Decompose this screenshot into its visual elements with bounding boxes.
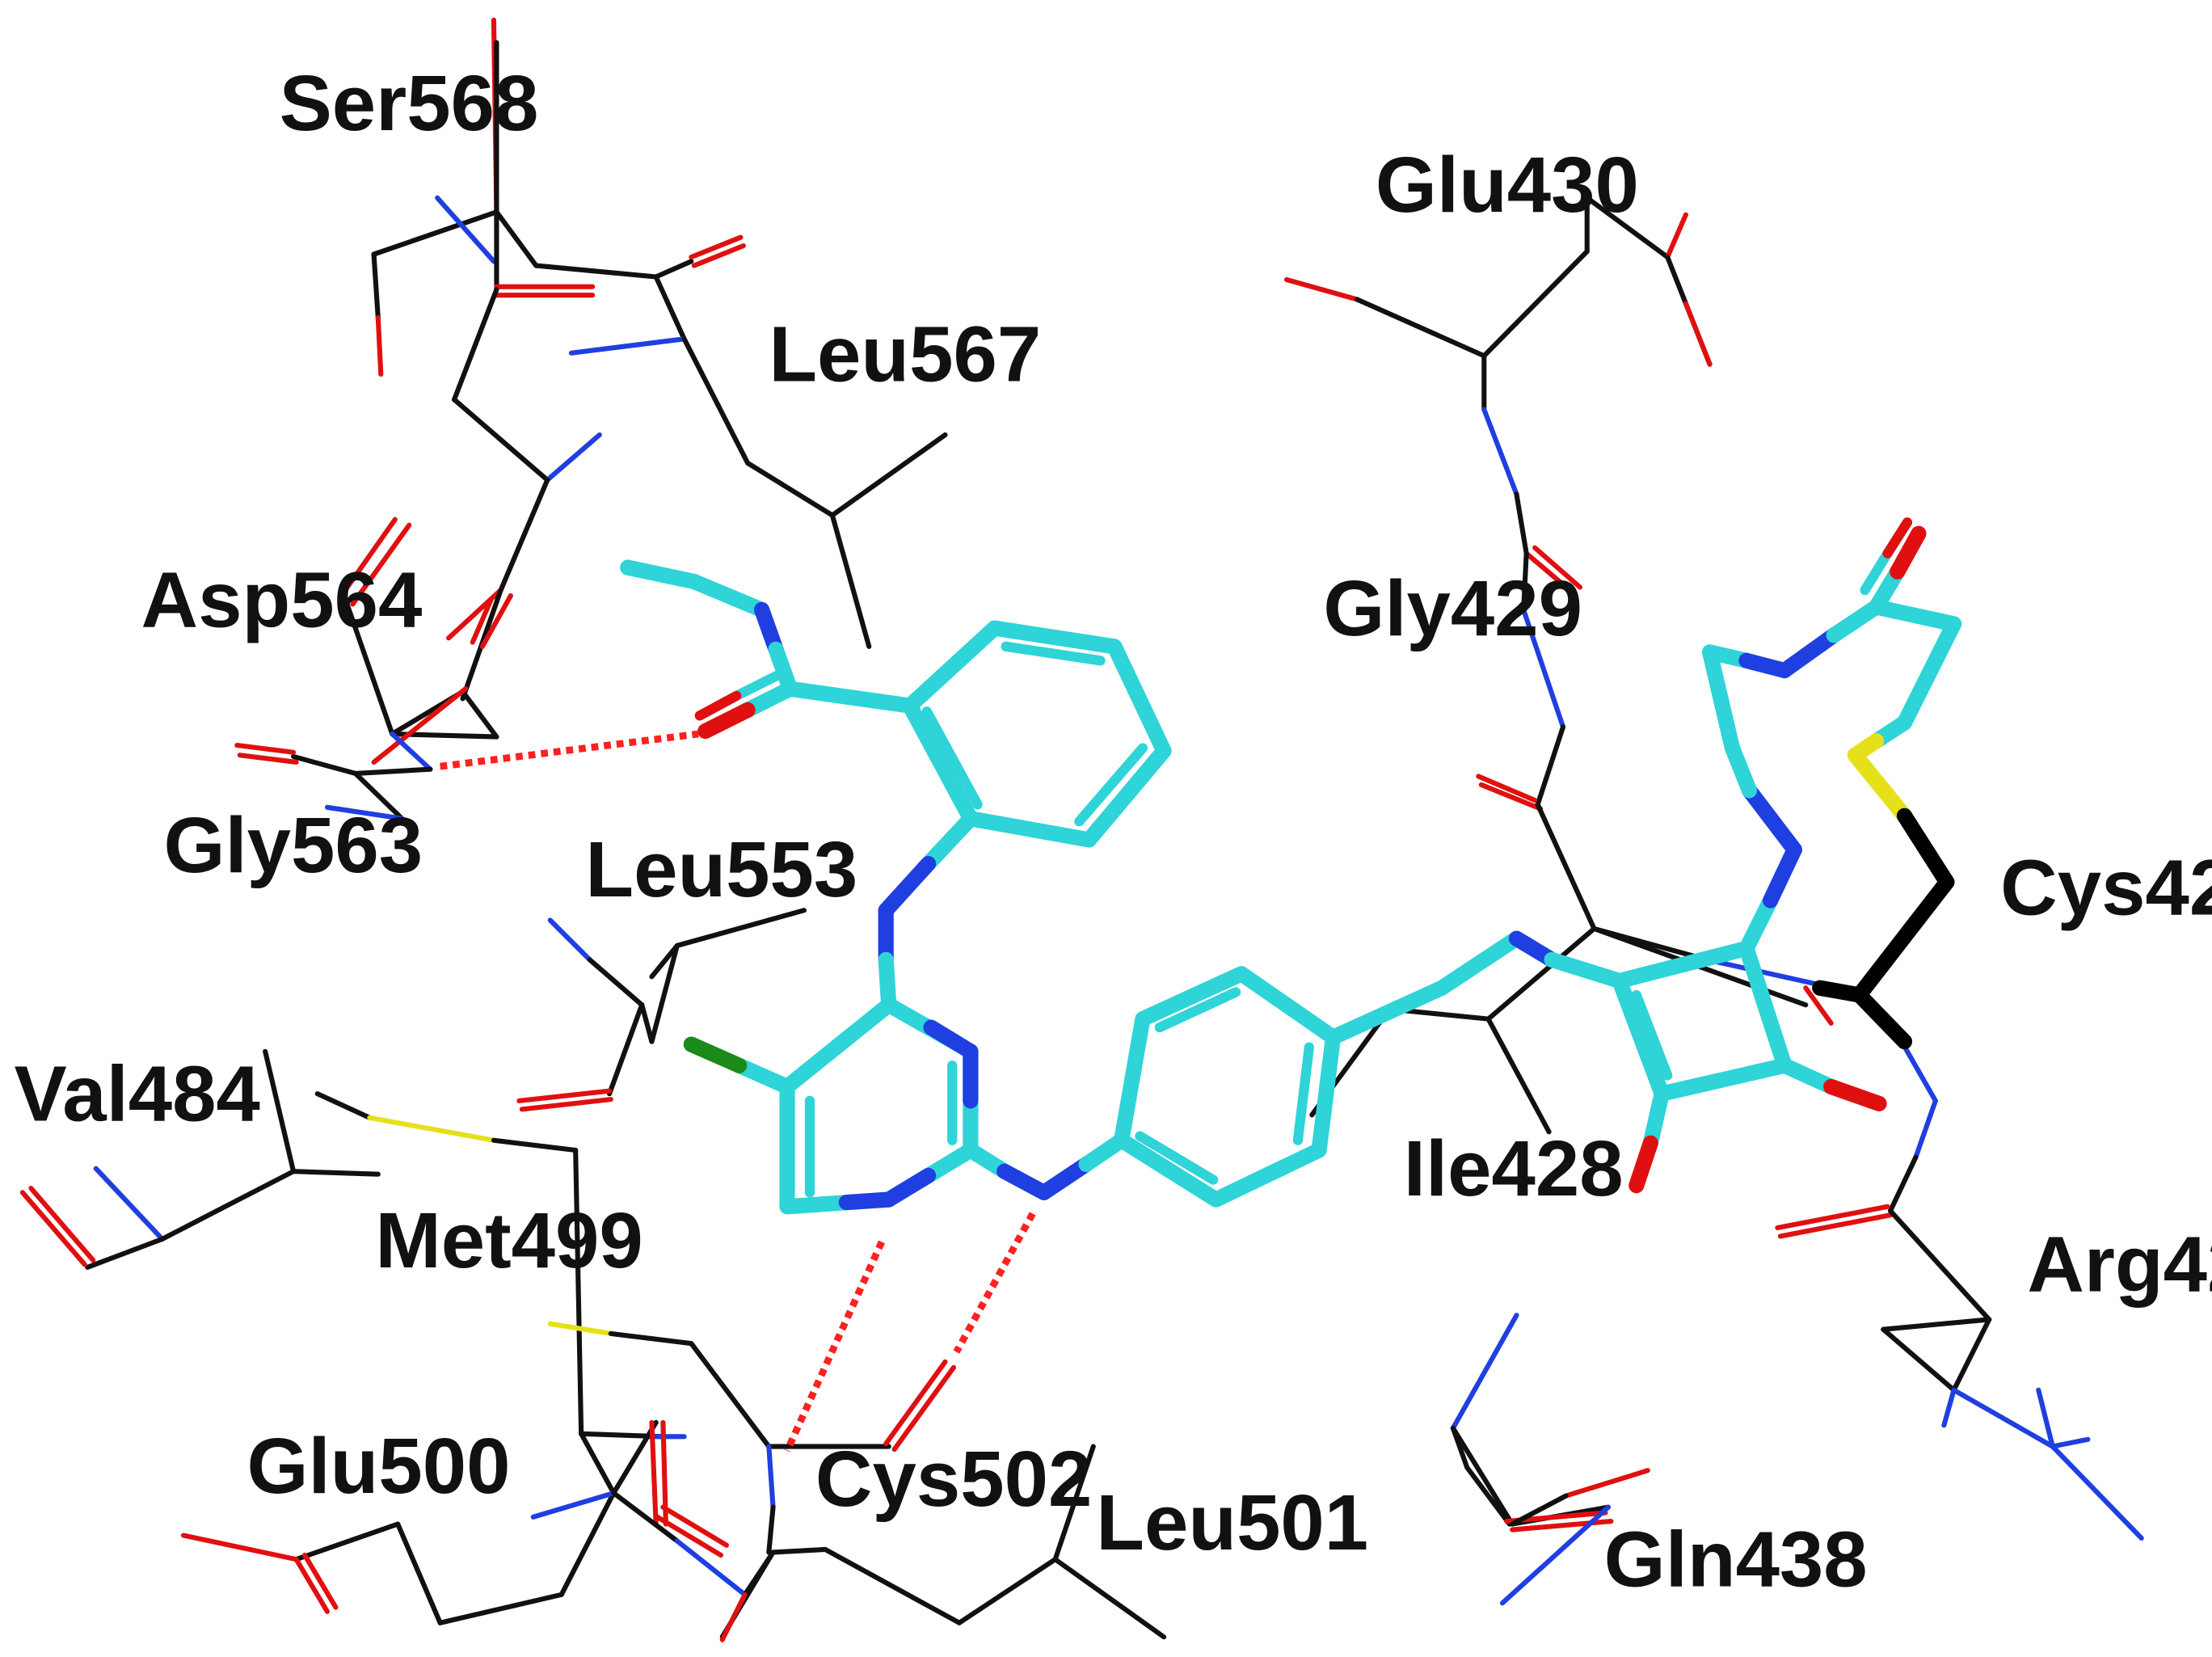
residue-glu430-sticks <box>1283 195 1713 497</box>
label-glu500: Glu500 <box>246 1422 510 1510</box>
label-gly563: Gly563 <box>163 801 423 889</box>
residue-labels: Ser568 Leu567 Asp564 Gly563 Leu553 Val48… <box>14 59 2212 1603</box>
label-cys502: Cys502 <box>815 1435 1092 1523</box>
label-asp564: Asp564 <box>141 555 423 643</box>
residue-gly563-sticks <box>234 742 433 821</box>
residue-arg426-sticks <box>1775 1039 2144 1541</box>
label-leu567: Leu567 <box>769 310 1041 398</box>
hbond-cys502-a <box>784 1240 885 1453</box>
residue-asp564-sticks <box>339 287 602 772</box>
label-leu553: Leu553 <box>585 825 857 913</box>
residue-ser568-sticks <box>371 17 659 377</box>
residue-cys502-sticks <box>766 1359 957 1555</box>
hbond-gly563 <box>440 730 699 770</box>
label-met499: Met499 <box>375 1196 643 1284</box>
residue-leu553-sticks <box>516 908 807 1112</box>
label-val484: Val484 <box>14 1049 259 1137</box>
residue-leu567-sticks <box>568 234 948 649</box>
label-arg426: Arg426 <box>2027 1221 2212 1309</box>
label-cys427: Cys427 <box>2000 843 2212 931</box>
residue-glu500-sticks <box>180 1419 748 1625</box>
label-leu501: Leu501 <box>1096 1478 1368 1566</box>
label-glu430: Glu430 <box>1376 141 1639 229</box>
label-ser568: Ser568 <box>280 59 539 147</box>
residue-gly429-sticks <box>1476 491 1597 931</box>
residue-gln438-sticks <box>1450 1313 1650 1606</box>
hydrogen-bonds <box>440 730 1036 1453</box>
residue-leu501-sticks <box>719 1444 1167 1642</box>
ligand <box>620 517 1962 1215</box>
label-gly429: Gly429 <box>1323 564 1582 652</box>
label-ile428: Ile428 <box>1404 1124 1624 1212</box>
residue-met499-sticks <box>314 1091 772 1496</box>
hbond-cys502-b <box>953 1212 1036 1354</box>
protein-residues <box>19 17 2144 1642</box>
label-gln438: Gln438 <box>1604 1515 1868 1603</box>
residue-val484-sticks <box>19 1048 381 1270</box>
cys427-covalent-bond <box>1812 807 1955 1050</box>
